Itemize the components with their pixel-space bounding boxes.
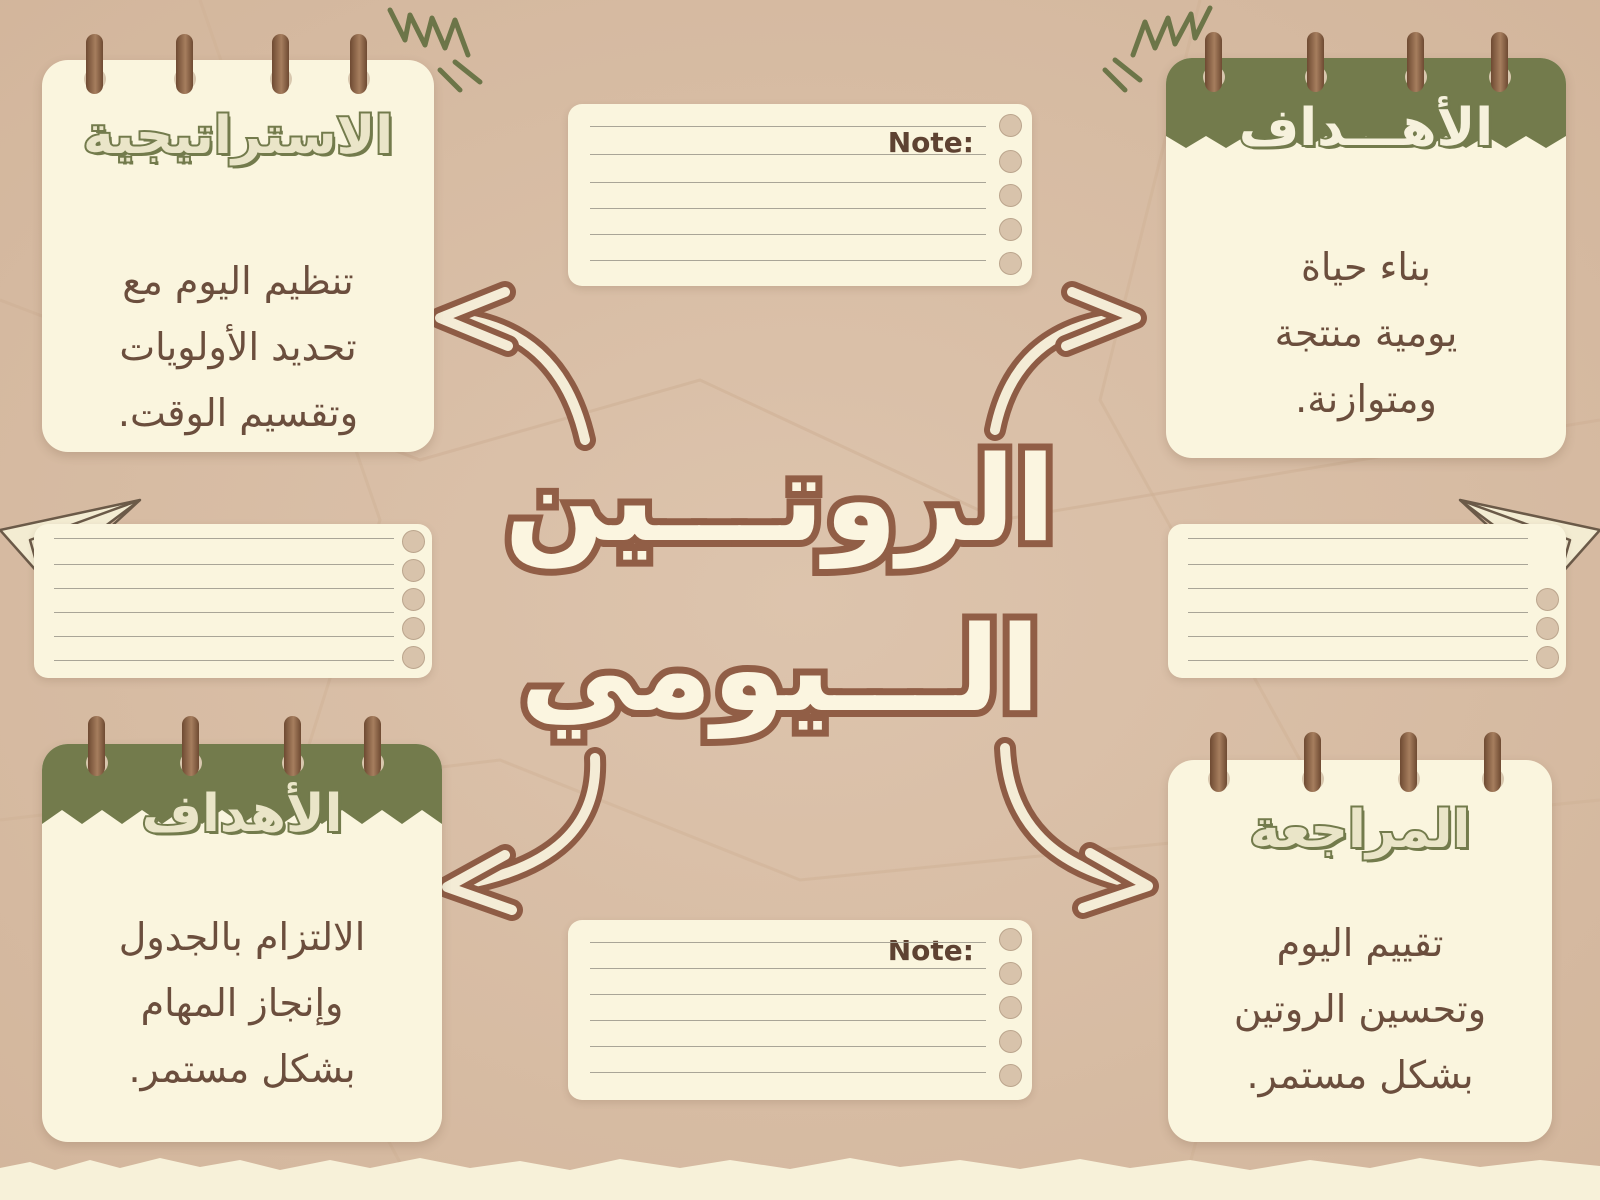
goals-top-line-2: يومية منتجة: [1274, 311, 1458, 355]
note-hole: [999, 150, 1022, 173]
note-hole: [999, 928, 1022, 951]
note-line: [1188, 660, 1528, 661]
review-card-title: المراجعة: [1248, 798, 1473, 862]
binder-ring: [1304, 732, 1321, 792]
note-hole: [1536, 588, 1559, 611]
note-line: [1188, 538, 1528, 539]
review-line-2: وتحسين الروتين: [1233, 987, 1487, 1031]
review-line-3: بشكل مستمر.: [1246, 1053, 1474, 1097]
strategy-line-3: وتقسيم الوقت.: [117, 391, 359, 435]
strategy-card-title: الاستراتيجية: [81, 104, 395, 168]
note-hole: [999, 218, 1022, 241]
main-title-line-1: الروتـــين: [497, 423, 1062, 575]
note-line: [54, 612, 394, 613]
note-hole: [999, 1030, 1022, 1053]
goals-bottom-band: [42, 744, 442, 824]
note-line: [590, 208, 986, 209]
note-line: [590, 968, 986, 969]
binder-ring: [364, 716, 381, 776]
note-line: [590, 942, 986, 943]
binder-ring: [88, 716, 105, 776]
note-line: [1188, 612, 1528, 613]
note-hole: [402, 530, 425, 553]
strategy-card: الاستراتيجية تنظيم اليوم مع تحديد الأولو…: [42, 60, 434, 452]
note-bottom-label: Note:: [887, 934, 974, 967]
note-line: [590, 234, 986, 235]
goals-top-card-body: بناء حياة يومية منتجة ومتوازنة.: [1166, 234, 1566, 432]
binder-ring: [176, 34, 193, 94]
goals-top-line-3: ومتوازنة.: [1295, 377, 1437, 421]
binder-ring: [1210, 732, 1227, 792]
review-card-body: تقييم اليوم وتحسين الروتين بشكل مستمر.: [1168, 910, 1552, 1108]
note-hole: [999, 962, 1022, 985]
note-hole: [402, 588, 425, 611]
goals-bottom-card: الأهداف الالتزام بالجدول وإنجاز المهام ب…: [42, 744, 442, 1142]
note-hole: [402, 646, 425, 669]
note-bottom: Note:: [568, 920, 1032, 1100]
note-hole: [402, 617, 425, 640]
note-line: [1188, 636, 1528, 637]
note-line: [54, 564, 394, 565]
goals-top-card: الأهـــداف بناء حياة يومية منتجة ومتوازن…: [1166, 58, 1566, 458]
binder-ring: [1400, 732, 1417, 792]
goals-bottom-card-title: الأهداف: [140, 782, 345, 846]
binder-ring: [1484, 732, 1501, 792]
note-line: [54, 538, 394, 539]
binder-ring: [272, 34, 289, 94]
goals-bottom-card-body: الالتزام بالجدول وإنجاز المهام بشكل مستم…: [42, 904, 442, 1102]
review-line-1: تقييم اليوم: [1276, 921, 1444, 965]
goals-top-card-title: الأهـــداف: [1237, 96, 1495, 160]
note-line: [590, 1020, 986, 1021]
note-line: [590, 1046, 986, 1047]
binder-ring: [1205, 32, 1222, 92]
goals-top-band: [1166, 58, 1566, 148]
note-hole: [1536, 617, 1559, 640]
note-line: [590, 182, 986, 183]
note-left: [34, 524, 432, 678]
binder-ring: [284, 716, 301, 776]
note-right: [1168, 524, 1566, 678]
note-line: [590, 260, 986, 261]
note-hole: [999, 996, 1022, 1019]
goals-bottom-line-2: وإنجاز المهام: [140, 981, 344, 1025]
note-hole: [999, 114, 1022, 137]
binder-ring: [1307, 32, 1324, 92]
note-hole: [1536, 646, 1559, 669]
strategy-line-1: تنظيم اليوم مع: [122, 259, 354, 303]
strategy-line-2: تحديد الأولويات: [119, 325, 357, 369]
goals-bottom-line-1: الالتزام بالجدول: [118, 915, 366, 959]
note-line: [1188, 588, 1528, 589]
sparkle-doodle-icon: [1102, 5, 1213, 93]
note-line: [54, 660, 394, 661]
note-line: [590, 154, 986, 155]
note-hole: [999, 184, 1022, 207]
note-hole: [402, 559, 425, 582]
binder-ring: [182, 716, 199, 776]
note-line: [590, 994, 986, 995]
binder-ring: [1491, 32, 1508, 92]
binder-ring: [350, 34, 367, 94]
binder-ring: [1407, 32, 1424, 92]
note-line: [1188, 564, 1528, 565]
note-line: [54, 588, 394, 589]
binder-ring: [86, 34, 103, 94]
sparkle-doodle-icon: [387, 7, 483, 93]
note-hole: [999, 252, 1022, 275]
note-top: Note:: [568, 104, 1032, 286]
goals-bottom-line-3: بشكل مستمر.: [128, 1047, 356, 1091]
goals-top-line-1: بناء حياة: [1300, 245, 1431, 289]
note-hole: [999, 1064, 1022, 1087]
note-line: [590, 1072, 986, 1073]
note-line: [590, 126, 986, 127]
strategy-card-body: تنظيم اليوم مع تحديد الأولويات وتقسيم ال…: [42, 248, 434, 446]
review-card: المراجعة تقييم اليوم وتحسين الروتين بشكل…: [1168, 760, 1552, 1142]
note-top-label: Note:: [887, 126, 974, 159]
note-line: [54, 636, 394, 637]
main-title-line-2: الـــيومي: [513, 593, 1047, 745]
